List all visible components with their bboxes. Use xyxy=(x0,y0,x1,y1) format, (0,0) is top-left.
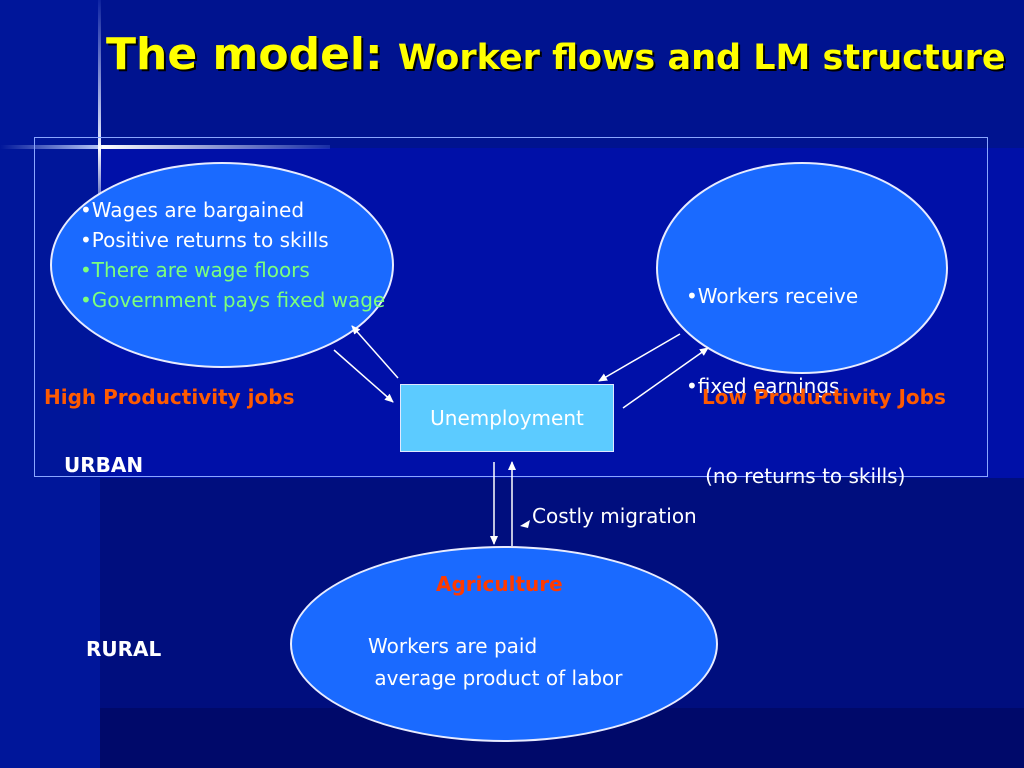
background-left xyxy=(0,0,100,768)
slide-title: The model: Worker flows and LM structure xyxy=(106,26,1006,93)
costly-migration-label: Costly migration xyxy=(532,504,697,528)
low-productivity-bullets: •Workers receive •fixed earnings (no ret… xyxy=(686,221,905,521)
bullet-positive-returns: •Positive returns to skills xyxy=(80,228,329,252)
bullet-wage-floors: •There are wage floors xyxy=(80,258,310,282)
bullet-workers-receive: •Workers receive xyxy=(686,284,859,308)
background-top xyxy=(0,0,1024,148)
agriculture-description: Workers are paid average product of labo… xyxy=(368,630,622,694)
low-productivity-label: Low Productivity Jobs xyxy=(702,385,946,409)
sparkle-vertical xyxy=(98,0,101,230)
migration-pointer xyxy=(520,520,530,528)
bullet-no-returns: (no returns to skills) xyxy=(686,464,906,488)
agriculture-line-2: average product of labor xyxy=(368,666,623,690)
low-productivity-ellipse xyxy=(656,162,948,374)
rural-label: RURAL xyxy=(86,637,162,661)
arrow-unemployment-to-high xyxy=(351,325,399,379)
arrow-low-to-unemployment xyxy=(598,333,681,382)
urban-frame xyxy=(34,137,988,477)
unemployment-box: Unemployment xyxy=(400,384,614,452)
title-main: The model: xyxy=(106,29,398,80)
arrow-unemployment-to-low xyxy=(622,347,709,409)
title-sub: Worker flows and LM structure xyxy=(397,38,1006,78)
agriculture-title: Agriculture xyxy=(436,572,563,596)
high-productivity-ellipse xyxy=(50,162,394,368)
high-productivity-label: High Productivity jobs xyxy=(44,385,295,409)
high-productivity-bullets: •Wages are bargained •Positive returns t… xyxy=(80,195,385,315)
bullet-fixed-earnings: •fixed earnings xyxy=(686,374,840,398)
agriculture-line-1: Workers are paid xyxy=(368,634,538,658)
sparkle-horizontal xyxy=(0,145,330,149)
agriculture-ellipse xyxy=(290,546,718,742)
arrow-high-to-unemployment xyxy=(333,349,394,403)
bullet-wages-bargained: •Wages are bargained xyxy=(80,198,305,222)
urban-label: URBAN xyxy=(64,453,144,477)
bullet-government-wage: •Government pays fixed wage xyxy=(80,288,386,312)
unemployment-label: Unemployment xyxy=(430,406,584,430)
